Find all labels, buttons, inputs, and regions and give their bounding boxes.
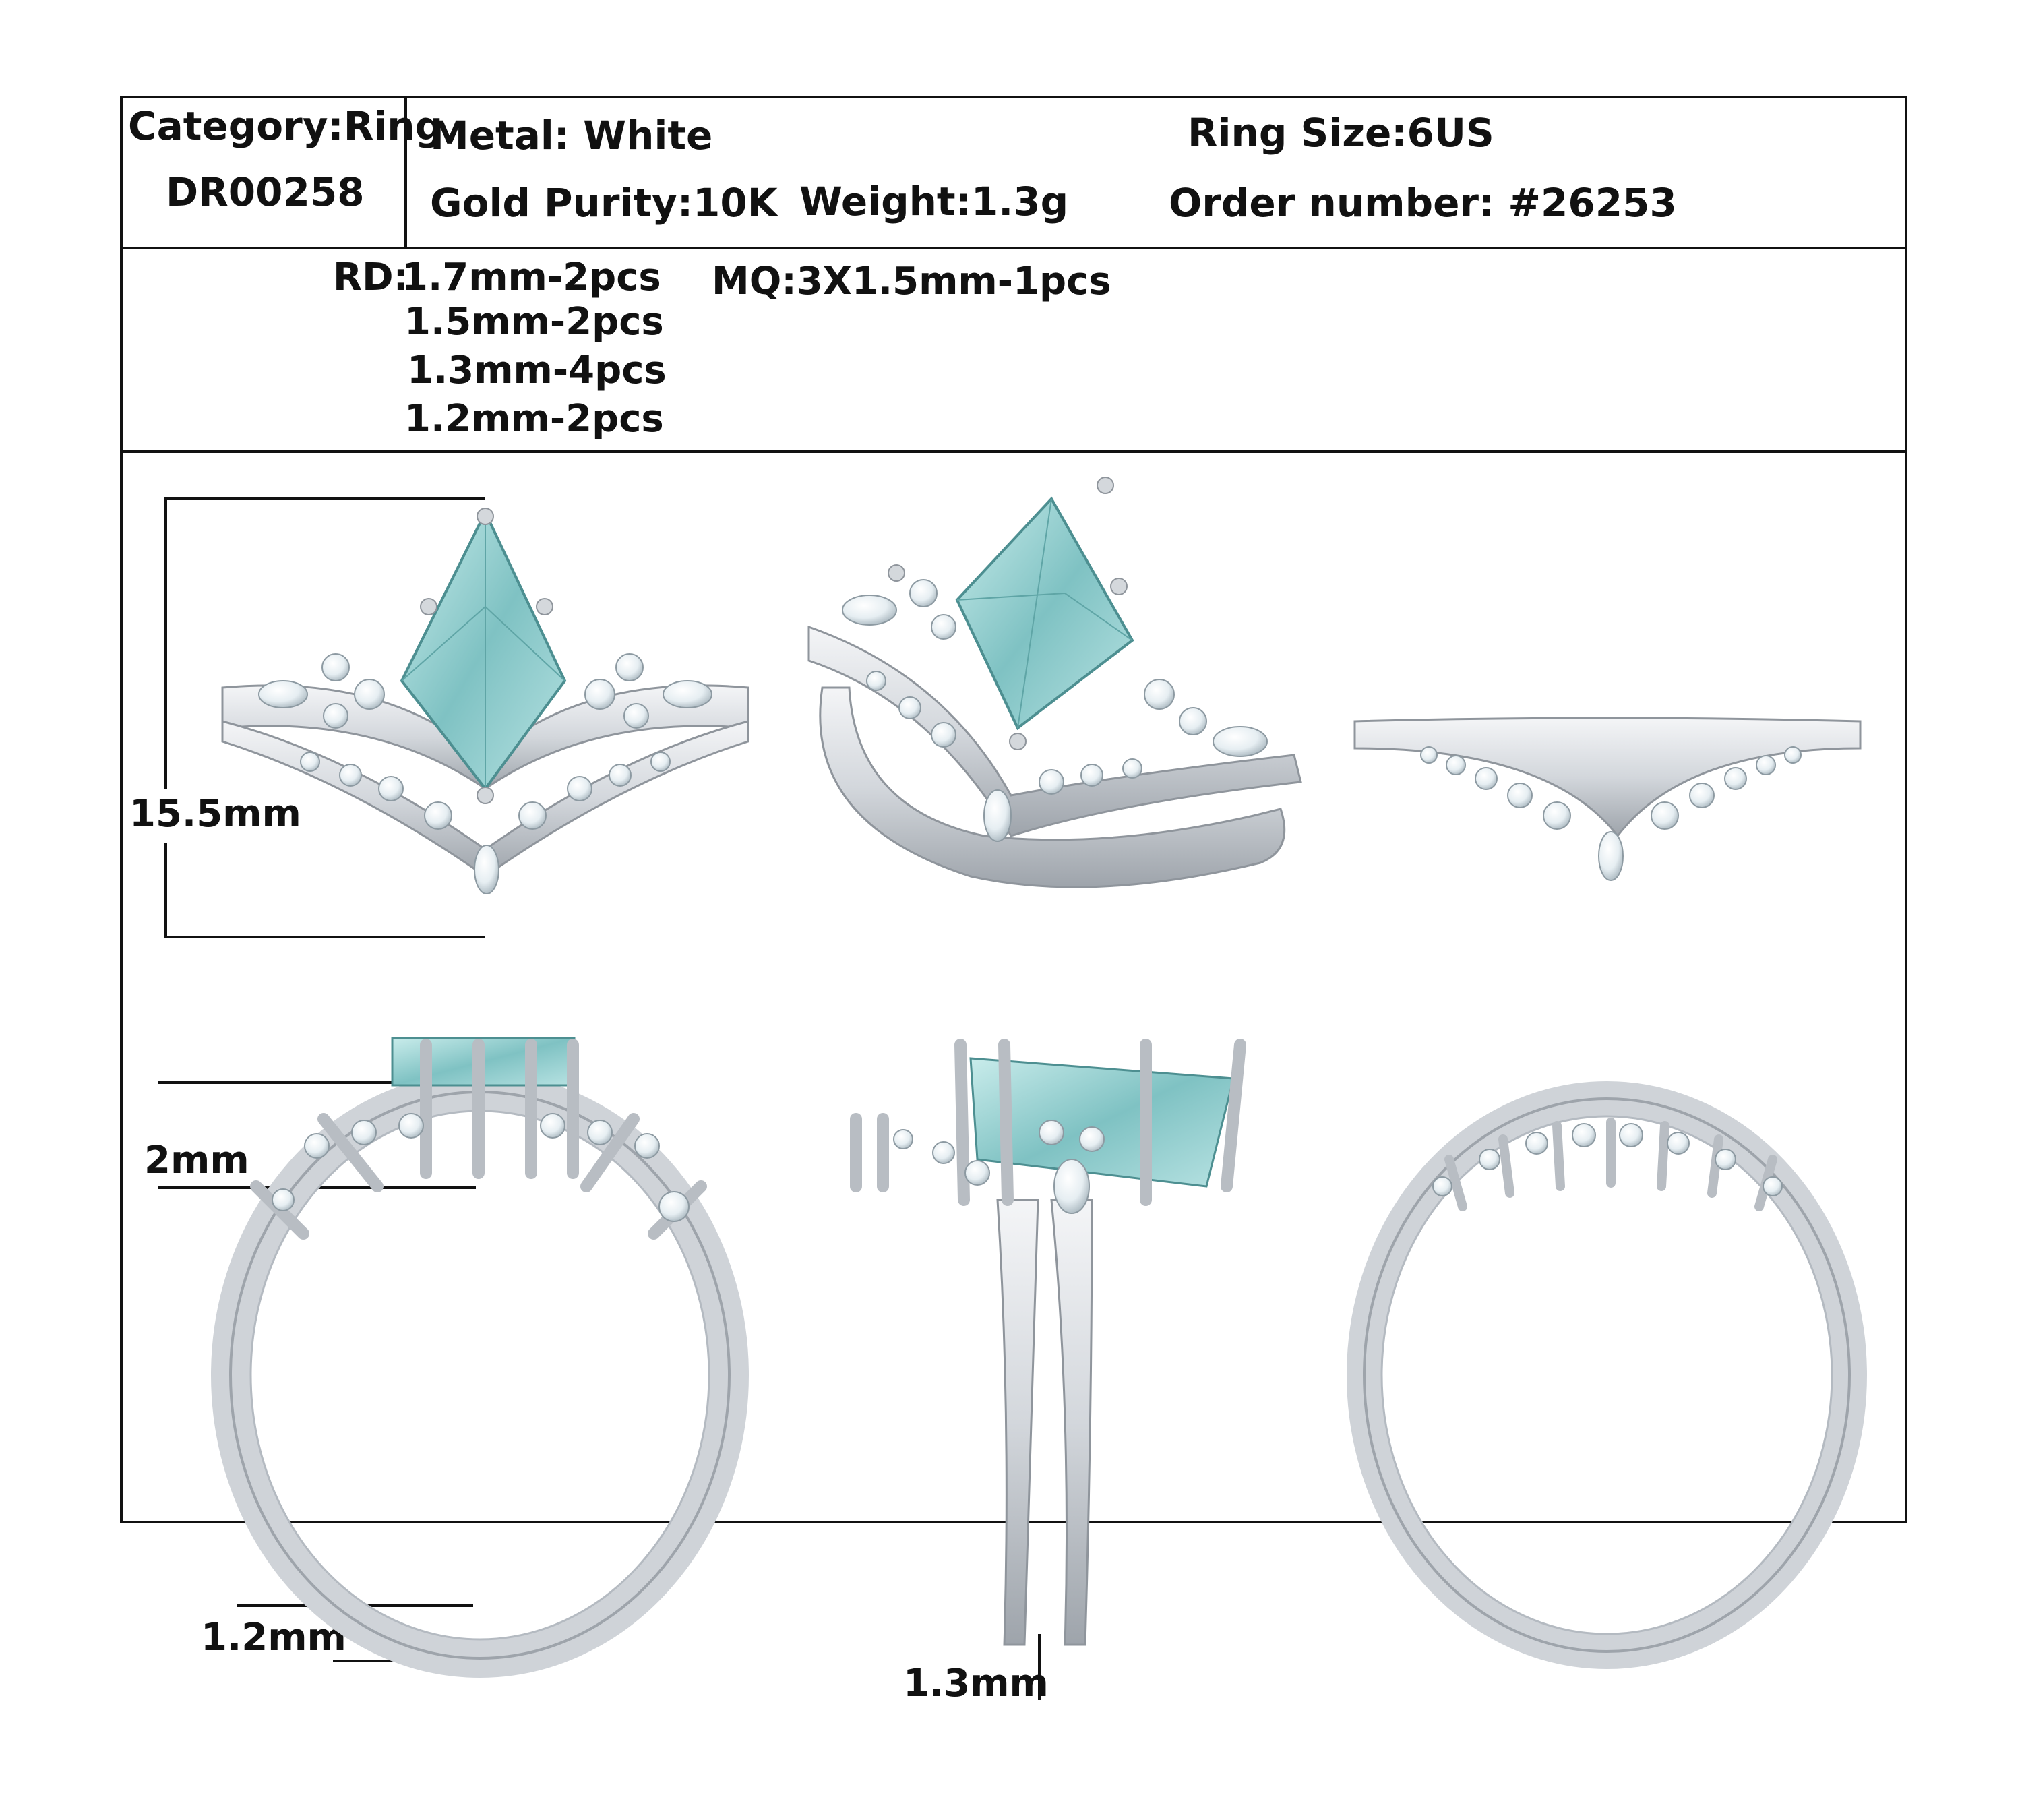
- edge-view-set: [850, 1039, 1246, 1646]
- model-number: DR00258: [166, 169, 365, 215]
- category-label: Category:Ring: [128, 103, 443, 149]
- rd-line-3: 1.3mm-4pcs: [407, 348, 667, 392]
- band-thickness-dimension-label: 1.2mm: [201, 1616, 346, 1660]
- category-cell-divider: [404, 96, 407, 249]
- stones-divider: [120, 450, 1907, 453]
- band-width-dimension-label: 1.3mm: [903, 1662, 1049, 1705]
- ring-size-label: Ring Size:6US: [1188, 110, 1494, 156]
- height-dimension-label: 15.5mm: [129, 792, 301, 836]
- rd-line-2: 1.5mm-2pcs: [404, 300, 664, 344]
- perspective-view-set: [807, 477, 1302, 888]
- rd-line-1: 1.7mm-2pcs: [402, 255, 661, 299]
- metal-label: Metal: White: [430, 113, 713, 158]
- header-divider: [120, 247, 1907, 249]
- band-front-view: [1353, 717, 1862, 881]
- weight-label: Weight:1.3g: [799, 179, 1069, 224]
- rd-label: RD:: [333, 255, 408, 299]
- order-number-label: Order number: #26253: [1169, 180, 1677, 226]
- top-height-dimension-label: 2mm: [144, 1139, 249, 1182]
- gold-purity-label: Gold Purity:10K: [430, 180, 778, 226]
- height-dimension-lines: [164, 497, 485, 938]
- rd-line-4: 1.2mm-2pcs: [404, 397, 664, 441]
- band-side-view: [1347, 1081, 1867, 1669]
- marquise-spec: MQ:3X1.5mm-1pcs: [712, 260, 1111, 303]
- front-view-set: [221, 508, 749, 894]
- side-view-set: [211, 1037, 749, 1678]
